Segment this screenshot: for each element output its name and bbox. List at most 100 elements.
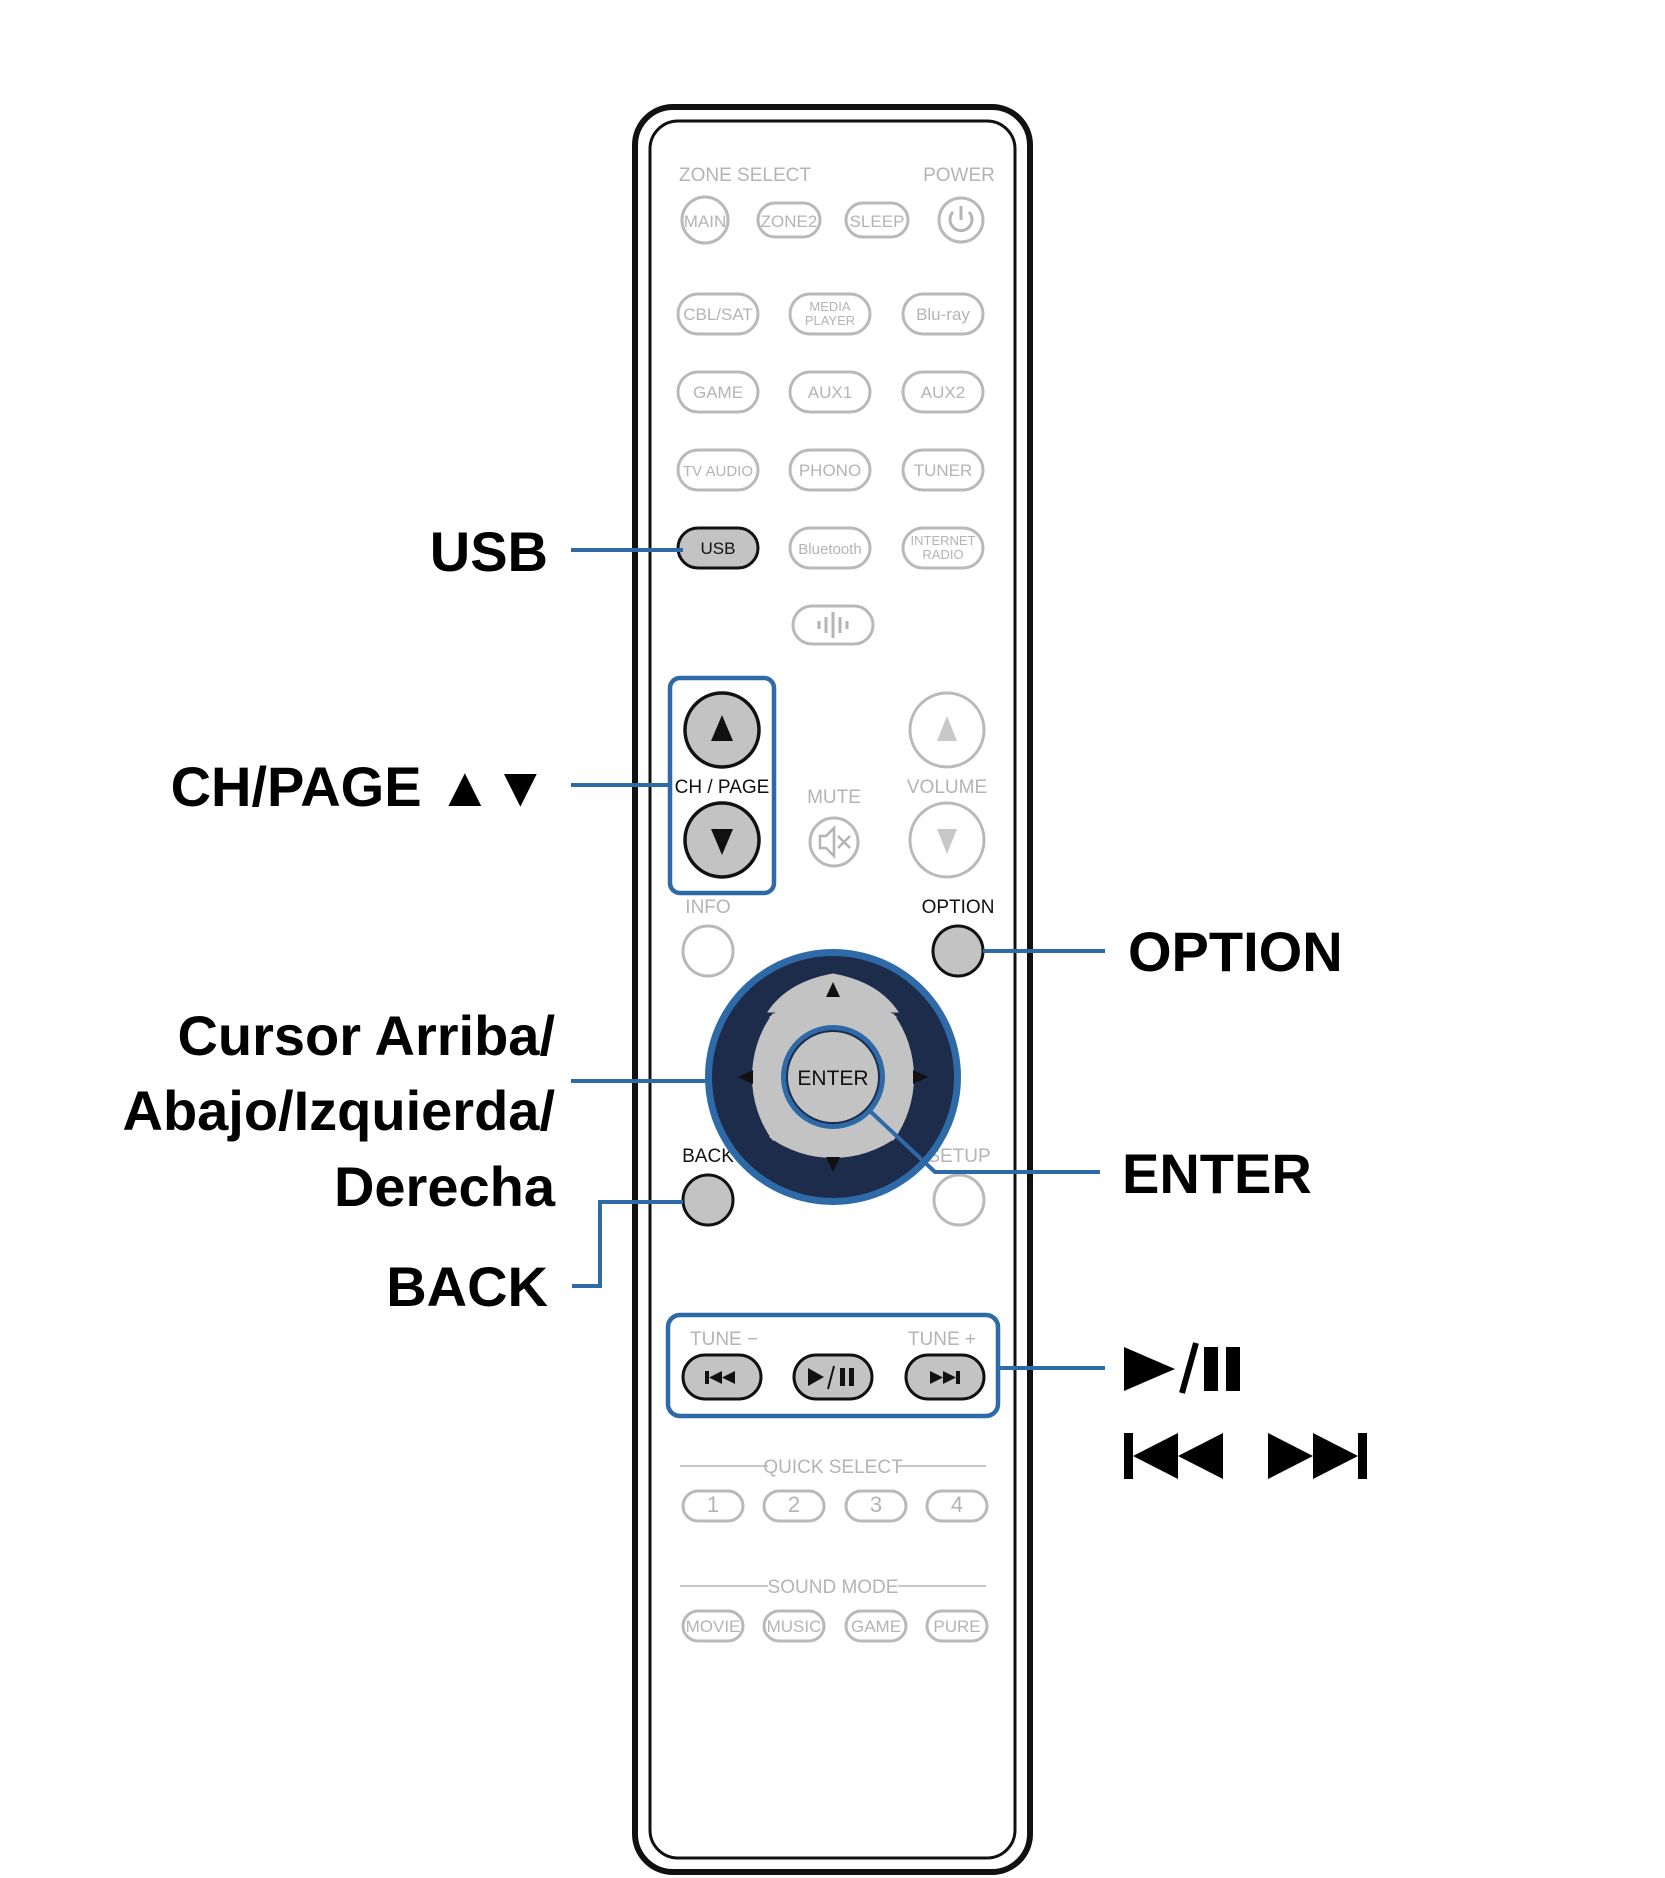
source-button-game[interactable]: GAME: [676, 370, 760, 414]
source-button-label: TUNER: [914, 461, 973, 480]
back-leader-line: [572, 1200, 683, 1288]
cursor-left-button[interactable]: [738, 1013, 803, 1141]
heos-button[interactable]: [791, 604, 875, 646]
volume-down-button[interactable]: [908, 801, 986, 879]
sleep-button-label: SLEEP: [850, 212, 905, 231]
sound-mode-label: SOUND MODE: [768, 1577, 899, 1598]
play-pause-button[interactable]: [792, 1353, 874, 1401]
sound-mode-button-label: GAME: [851, 1617, 901, 1636]
volume-down-icon: [937, 829, 957, 854]
source-button-label: TV AUDIO: [683, 463, 753, 480]
source-button-blu-ray[interactable]: Blu-ray: [901, 292, 985, 336]
ch-page-up-button[interactable]: [683, 691, 761, 769]
cursor-up-icon: [826, 982, 840, 997]
callout-cursor-line1: Cursor Arriba/: [177, 1004, 555, 1067]
source-button-label: CBL/SAT: [683, 305, 753, 324]
remote-body-inner: [648, 119, 1017, 1860]
sound-mode-button-pure[interactable]: PURE: [925, 1609, 989, 1643]
transport-highlight-box: [665, 1312, 1001, 1419]
power-icon: [948, 206, 974, 232]
up-triangle-icon: [711, 715, 733, 741]
quick-select-button-3[interactable]: 3: [844, 1489, 908, 1523]
source-button-aux1[interactable]: AUX1: [788, 370, 872, 414]
source-button-tuner[interactable]: TUNER: [901, 448, 985, 492]
quick-select-button-label: 1: [707, 1492, 719, 1517]
pause-bar-left-icon: [1204, 1347, 1218, 1391]
cursor-left-icon: [738, 1070, 753, 1084]
play-symbol-icon: [1124, 1347, 1175, 1391]
ch-page-label: CH / PAGE: [675, 777, 770, 798]
pause-bar-right-icon: [1226, 1347, 1240, 1391]
previous-track-button[interactable]: [681, 1353, 763, 1401]
tune-minus-label: TUNE −: [690, 1329, 758, 1350]
sound-mode-row: MOVIE MUSIC GAME PURE: [681, 1609, 989, 1643]
back-button[interactable]: [681, 1173, 735, 1227]
callout-skip: ◀◀ ▶▶: [1120, 1427, 1367, 1490]
cursor-right-icon: [913, 1070, 928, 1084]
skip-forward-symbol-icon: [1268, 1433, 1367, 1479]
source-button-label: GAME: [693, 383, 743, 402]
source-button-cbl-sat[interactable]: CBL/SAT: [676, 292, 760, 336]
skip-back-symbol-icon: [1124, 1433, 1223, 1479]
cursor-up-button[interactable]: [767, 973, 899, 1047]
slash-symbol-icon: [1179, 1342, 1199, 1394]
quick-select-button-4[interactable]: 4: [925, 1489, 989, 1523]
callout-play-pause: ►/❚❚: [1120, 1339, 1285, 1404]
sound-mode-button-label: PURE: [933, 1617, 980, 1636]
volume-up-icon: [937, 716, 957, 741]
info-button[interactable]: [681, 924, 735, 978]
source-button-label: AUX1: [808, 383, 852, 402]
heos-icon: [817, 612, 849, 638]
play-pause-icon: [808, 1365, 854, 1390]
source-button-label: USB: [701, 539, 736, 558]
power-button[interactable]: [937, 196, 985, 244]
callout-usb: USB: [430, 520, 548, 583]
zone-select-label: ZONE SELECT: [679, 165, 811, 186]
quick-select-button-label: 2: [788, 1492, 800, 1517]
cursor-pad: ENTER: [705, 949, 961, 1205]
sound-mode-button-music[interactable]: MUSIC: [762, 1609, 826, 1643]
zone2-button-label: ZONE2: [761, 212, 818, 231]
down-triangle-icon: [711, 829, 733, 855]
source-button-aux2[interactable]: AUX2: [901, 370, 985, 414]
next-track-button[interactable]: [904, 1353, 986, 1401]
info-label: INFO: [685, 897, 730, 918]
source-button-label: PHONO: [799, 461, 861, 480]
cursor-right-button[interactable]: [863, 1013, 928, 1141]
main-button[interactable]: MAIN: [680, 195, 730, 245]
callout-enter: ENTER: [1122, 1142, 1312, 1205]
mute-speaker-icon: [818, 824, 851, 860]
cursor-down-icon: [826, 1157, 840, 1172]
mute-button[interactable]: [808, 816, 860, 868]
callout-cursor-line2: Abajo/Izquierda/: [123, 1079, 556, 1142]
source-button-bluetooth[interactable]: Bluetooth: [788, 526, 872, 570]
callout-ch-page: CH/PAGE ▲▼: [171, 755, 548, 818]
back-label: BACK: [682, 1146, 734, 1167]
quick-select-button-label: 3: [870, 1492, 882, 1517]
sound-mode-button-movie[interactable]: MOVIE: [681, 1609, 745, 1643]
sleep-button[interactable]: SLEEP: [844, 201, 910, 239]
volume-up-button[interactable]: [908, 691, 986, 769]
zone2-button[interactable]: ZONE2: [756, 201, 822, 239]
sound-mode-button-label: MUSIC: [767, 1617, 822, 1636]
quick-select-button-2[interactable]: 2: [762, 1489, 826, 1523]
sound-mode-button-game[interactable]: GAME: [844, 1609, 908, 1643]
tune-plus-label: TUNE +: [908, 1329, 976, 1350]
source-button-tv-audio[interactable]: TV AUDIO: [676, 448, 760, 492]
source-button-phono[interactable]: PHONO: [788, 448, 872, 492]
source-button-usb[interactable]: USB: [676, 526, 760, 570]
source-button-label: Blu-ray: [916, 305, 970, 324]
enter-button[interactable]: ENTER: [786, 1030, 880, 1124]
mute-label: MUTE: [807, 787, 861, 808]
sound-mode-button-label: MOVIE: [686, 1617, 741, 1636]
ch-page-down-button[interactable]: [683, 801, 761, 879]
setup-button[interactable]: [932, 1173, 986, 1227]
option-button[interactable]: [931, 924, 985, 978]
quick-select-button-1[interactable]: 1: [681, 1489, 745, 1523]
cursor-down-button[interactable]: [769, 1107, 897, 1172]
